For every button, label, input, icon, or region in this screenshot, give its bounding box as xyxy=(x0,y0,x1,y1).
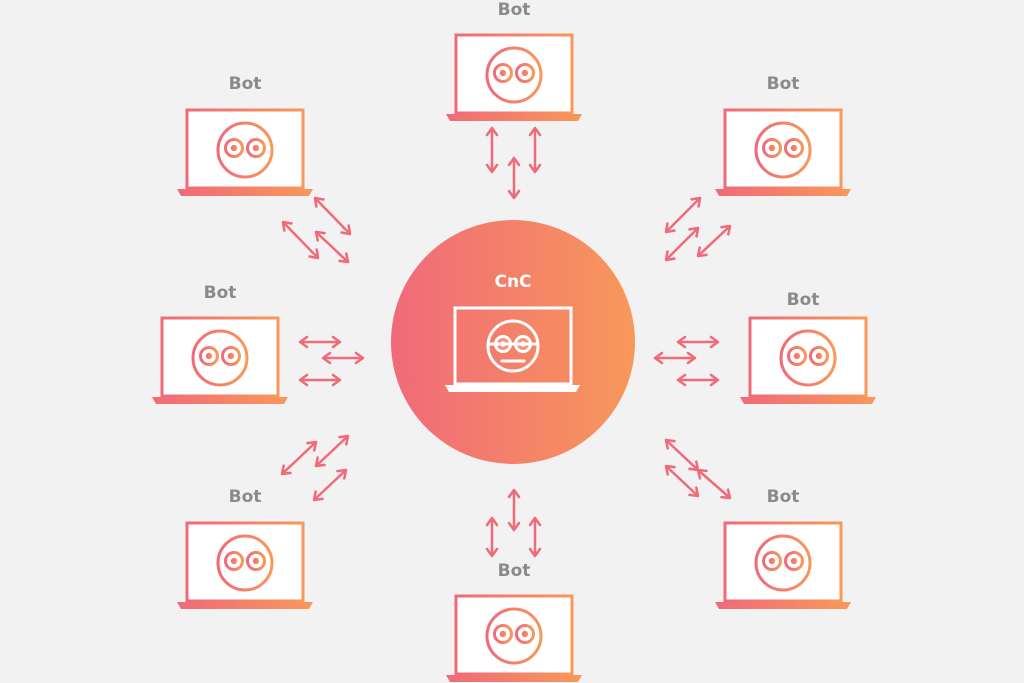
bidirectional-arrow-icon xyxy=(664,196,702,234)
bot-node-lower-right xyxy=(715,521,851,609)
bidirectional-arrow-icon xyxy=(321,351,365,365)
robot-face-icon xyxy=(485,607,543,665)
bidirectional-arrow-icon xyxy=(298,373,342,387)
bot-node-top xyxy=(446,33,582,121)
laptop-base xyxy=(177,189,313,196)
laptop-base xyxy=(152,397,288,404)
bidirectional-arrow-icon xyxy=(676,335,720,349)
robot-face-icon xyxy=(485,46,543,104)
laptop-base xyxy=(446,114,582,121)
bot-label-lower-right: Bot xyxy=(766,487,800,507)
cnc-laptop-icon xyxy=(445,306,580,392)
laptop-base xyxy=(715,602,851,609)
bidirectional-arrow-icon xyxy=(298,335,342,349)
bidirectional-arrow-icon xyxy=(314,230,350,264)
robot-face-icon xyxy=(191,329,249,387)
bot-node-upper-left xyxy=(177,108,313,196)
laptop-base xyxy=(740,397,876,404)
bot-label-middle-right: Bot xyxy=(786,290,820,310)
bidirectional-arrow-icon xyxy=(313,196,352,236)
bidirectional-arrow-icon xyxy=(528,126,542,174)
bot-label-upper-left: Bot xyxy=(228,74,262,94)
bidirectional-arrow-icon xyxy=(485,516,499,558)
robot-face-icon xyxy=(779,329,837,387)
bidirectional-arrow-icon xyxy=(528,516,542,558)
bot-label-upper-right: Bot xyxy=(766,74,800,94)
bidirectional-arrow-icon xyxy=(664,464,700,498)
bot-node-upper-right xyxy=(715,108,851,196)
bidirectional-arrow-icon xyxy=(664,226,700,262)
robot-face-icon xyxy=(754,121,812,179)
laptop-base xyxy=(177,602,313,609)
bidirectional-arrow-icon xyxy=(312,468,348,502)
bot-node-middle-left xyxy=(152,316,288,404)
cnc-label: CnC xyxy=(494,272,532,292)
bot-label-bottom: Bot xyxy=(497,561,531,581)
laptop-base xyxy=(446,675,582,682)
bidirectional-arrow-icon xyxy=(314,434,350,468)
bot-node-bottom xyxy=(446,594,582,682)
bidirectional-arrow-icon xyxy=(653,351,697,365)
bidirectional-arrow-icon xyxy=(696,468,732,500)
bidirectional-arrow-icon xyxy=(676,373,720,387)
bidirectional-arrow-icon xyxy=(280,440,318,476)
cnc-circle xyxy=(391,220,635,464)
bot-label-lower-left: Bot xyxy=(228,487,262,507)
bot-node-lower-left xyxy=(177,521,313,609)
bot-label-middle-left: Bot xyxy=(203,283,237,303)
laptop-base xyxy=(715,189,851,196)
cnc-node xyxy=(391,220,635,464)
bidirectional-arrow-icon xyxy=(281,220,320,260)
bidirectional-arrow-icon xyxy=(507,488,521,532)
robot-face-icon xyxy=(216,534,274,592)
robot-face-icon xyxy=(754,534,812,592)
bidirectional-arrow-icon xyxy=(485,126,499,174)
bot-label-top: Bot xyxy=(497,0,531,20)
bidirectional-arrow-icon xyxy=(696,224,732,258)
bidirectional-arrow-icon xyxy=(507,156,521,200)
robot-face-icon xyxy=(216,121,274,179)
bot-node-middle-right xyxy=(740,316,876,404)
